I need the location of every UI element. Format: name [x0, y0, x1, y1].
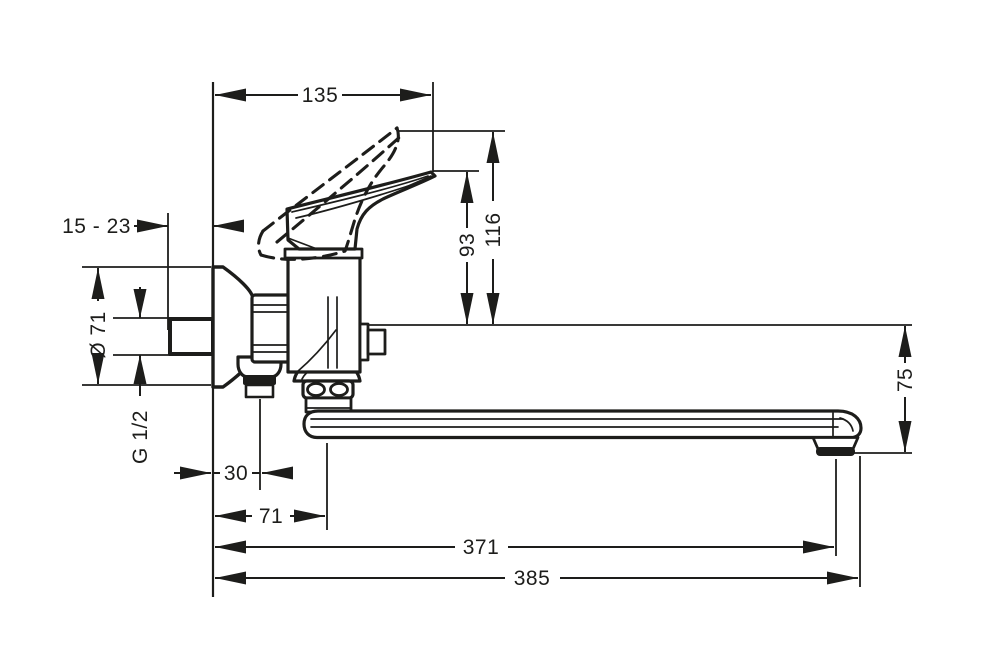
- arrowhead: [294, 509, 325, 523]
- dim-label-135: 135: [302, 84, 339, 107]
- arrowhead: [460, 172, 474, 203]
- shower-outlet-thread: [243, 375, 276, 385]
- arrowhead: [180, 466, 211, 480]
- dashed-handle-curve: [343, 126, 400, 253]
- handle-blade-line: [291, 175, 429, 213]
- arrowhead: [400, 88, 431, 102]
- dashed-handle-underside: [259, 249, 347, 261]
- dim-outlet-offset-30: 30: [174, 462, 293, 485]
- swivel-nut-grip: [306, 382, 326, 397]
- dim-thread-g12: G 1/2: [129, 287, 152, 464]
- dim-aerator-reach-371: 371: [215, 536, 834, 559]
- side-port-knob: [366, 328, 387, 356]
- dashed-blade-top: [261, 126, 399, 233]
- dim-label-75: 75: [894, 368, 917, 392]
- arrowhead: [213, 219, 244, 233]
- arrowhead: [803, 540, 834, 554]
- arrowhead: [91, 268, 105, 299]
- arrowhead: [262, 466, 293, 480]
- dim-label-371: 371: [463, 536, 500, 559]
- arrowhead: [133, 355, 147, 384]
- arrowhead: [91, 353, 105, 384]
- dim-wall-depth-15-23: 15 - 23: [62, 215, 244, 238]
- arrowhead: [215, 88, 246, 102]
- dashed-blade-bottom: [275, 132, 405, 244]
- handle-base-detail: [287, 237, 318, 250]
- spout-corner-detail: [839, 417, 854, 432]
- arrowhead: [137, 219, 168, 233]
- arrowhead: [460, 293, 474, 324]
- arrowhead: [215, 571, 246, 585]
- faucet-drawing: [168, 126, 863, 456]
- handle-lever-open-dashed: [257, 126, 405, 261]
- dim-outlet-drop-75: 75: [894, 326, 917, 452]
- shower-outlet-cap: [244, 383, 275, 399]
- dim-label-g12: G 1/2: [129, 410, 152, 464]
- faucet-body: [286, 255, 362, 374]
- arrowhead: [486, 293, 500, 324]
- arrowhead: [133, 289, 147, 318]
- dim-handle-height-116: 116: [482, 132, 505, 324]
- dim-label-diameter-71: Ø 71: [87, 311, 110, 359]
- dashed-handle-tail: [257, 229, 265, 257]
- arrowhead: [215, 540, 246, 554]
- dim-spout-projection-135: 135: [215, 84, 431, 107]
- wall-connection-pipe: [168, 317, 215, 356]
- handle-tip-detail: [405, 175, 432, 188]
- dim-label-385: 385: [514, 567, 551, 590]
- aerator-ring: [816, 447, 855, 456]
- arrowhead: [486, 132, 500, 163]
- dim-handle-height-93: 93: [456, 172, 479, 324]
- dim-label-15-23: 15 - 23: [62, 215, 131, 238]
- dim-label-93: 93: [456, 233, 479, 257]
- arrowhead: [898, 326, 912, 357]
- dim-escutcheon-diameter-71: Ø 71: [87, 268, 110, 384]
- dim-spout-axis-71: 71: [215, 505, 325, 528]
- body-detail-curve: [296, 329, 337, 373]
- dim-label-71: 71: [259, 505, 283, 528]
- dim-label-30: 30: [224, 462, 248, 485]
- swivel-nut-grip: [329, 382, 349, 397]
- dim-label-116: 116: [482, 213, 505, 248]
- dim-total-reach-385: 385: [215, 567, 858, 590]
- arrowhead: [827, 571, 858, 585]
- arrowhead: [215, 509, 246, 523]
- spout: [302, 409, 863, 440]
- arrowhead: [898, 421, 912, 452]
